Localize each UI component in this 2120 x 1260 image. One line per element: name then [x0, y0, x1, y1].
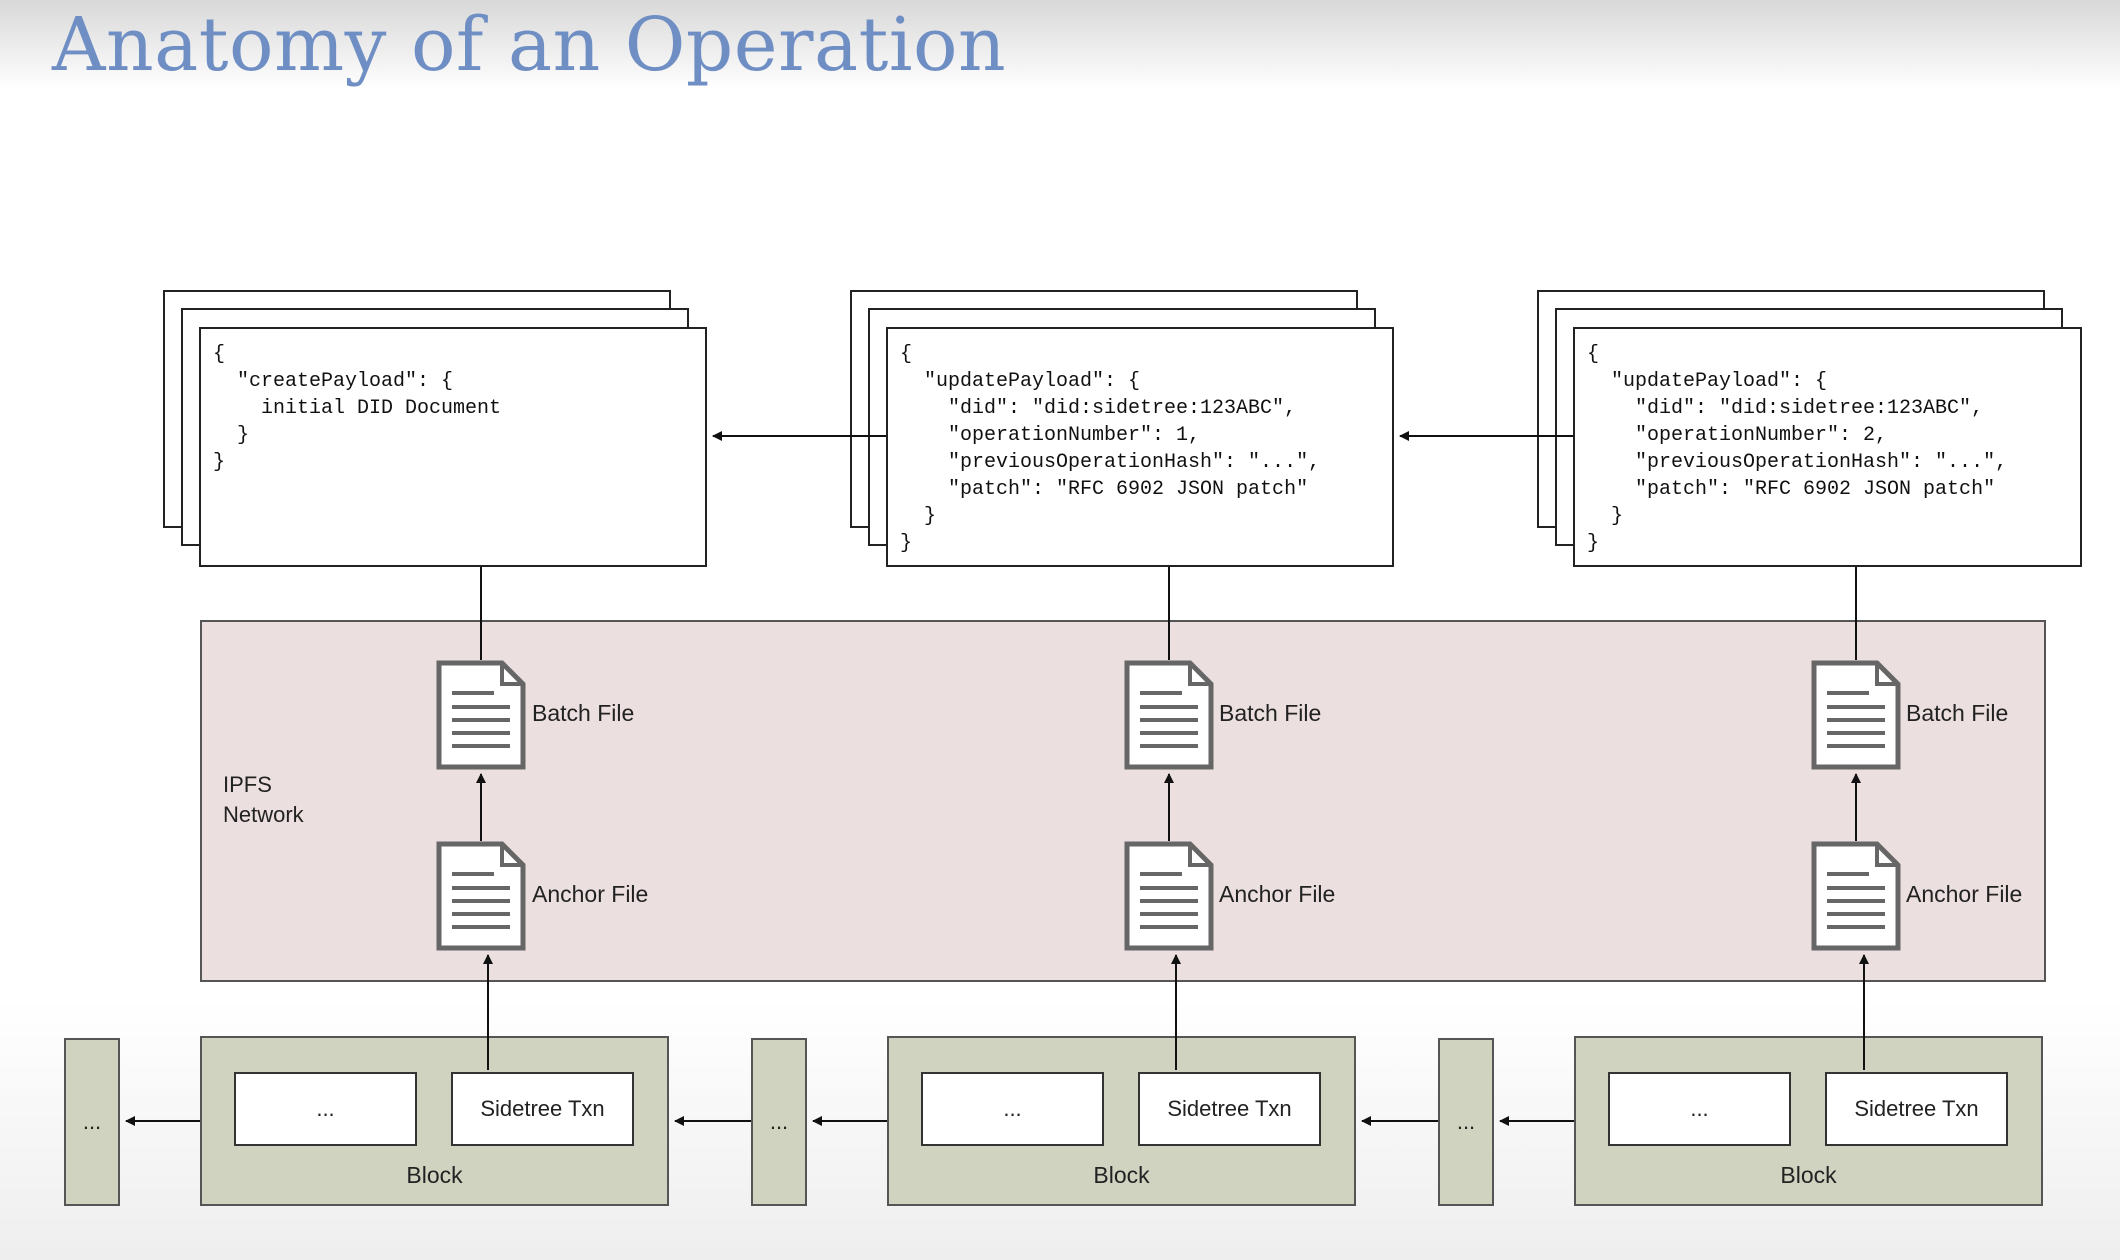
batch-file-icon [436, 660, 526, 770]
batch-file-label: Batch File [1906, 700, 2009, 726]
anchor-file-icon [1811, 841, 1901, 951]
block-label: Block [1093, 1162, 1150, 1188]
update-payload-code-1: { "updatePayload": { "did": "did:sidetre… [900, 343, 1321, 555]
chain-ellipsis-box: ... [751, 1038, 807, 1206]
page-title: Anatomy of an Operation [52, 2, 1007, 88]
update-payload-card-2: { "updatePayload": { "did": "did:sidetre… [1573, 327, 2082, 567]
block-label: Block [406, 1162, 463, 1188]
anchor-file-icon [436, 841, 526, 951]
sidetree-txn-cell: Sidetree Txn [1138, 1072, 1321, 1146]
ellipsis-label: ... [1456, 1109, 1476, 1134]
ipfs-network-label: IPFS Network [223, 772, 304, 827]
create-payload-code: { "createPayload": { initial DID Documen… [213, 343, 502, 474]
ellipsis-label: ... [82, 1109, 102, 1134]
ellipsis-label: ... [1003, 1096, 1022, 1121]
block-ellipsis-cell: ... [921, 1072, 1104, 1146]
sidetree-txn-label: Sidetree Txn [1167, 1096, 1292, 1121]
batch-file-icon [1124, 660, 1214, 770]
update-payload-code-2: { "updatePayload": { "did": "did:sidetre… [1587, 343, 2008, 555]
batch-file-label: Batch File [1219, 700, 1322, 726]
sidetree-txn-cell: Sidetree Txn [451, 1072, 634, 1146]
sidetree-txn-label: Sidetree Txn [480, 1096, 605, 1121]
block: ... Sidetree Txn Block [1574, 1036, 2043, 1206]
block-ellipsis-cell: ... [1608, 1072, 1791, 1146]
batch-file-icon [1811, 660, 1901, 770]
create-payload-card: { "createPayload": { initial DID Documen… [199, 327, 707, 567]
chain-ellipsis-box: ... [64, 1038, 120, 1206]
batch-file-label: Batch File [532, 700, 635, 726]
block: ... Sidetree Txn Block [200, 1036, 669, 1206]
anchor-file-label: Anchor File [532, 881, 649, 907]
sidetree-txn-label: Sidetree Txn [1854, 1096, 1979, 1121]
anchor-file-label: Anchor File [1906, 881, 2023, 907]
update-payload-card-1: { "updatePayload": { "did": "did:sidetre… [886, 327, 1394, 567]
ellipsis-label: ... [769, 1109, 789, 1134]
anchor-file-icon [1124, 841, 1214, 951]
ellipsis-label: ... [316, 1096, 335, 1121]
sidetree-txn-cell: Sidetree Txn [1825, 1072, 2008, 1146]
anchor-file-label: Anchor File [1219, 881, 1336, 907]
ellipsis-label: ... [1690, 1096, 1709, 1121]
chain-ellipsis-box: ... [1438, 1038, 1494, 1206]
block-ellipsis-cell: ... [234, 1072, 417, 1146]
block-label: Block [1780, 1162, 1837, 1188]
block: ... Sidetree Txn Block [887, 1036, 1356, 1206]
